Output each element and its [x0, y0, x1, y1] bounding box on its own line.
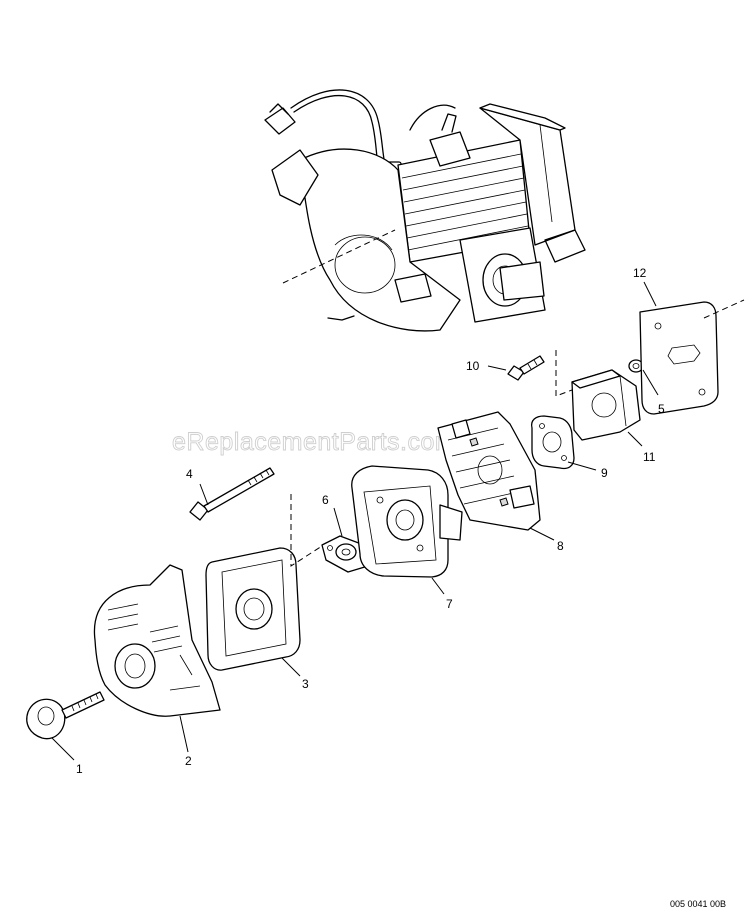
- watermark-text: eReplacementParts.com: [172, 428, 456, 456]
- engine-assembly: [264, 89, 586, 332]
- callout-6: 6: [322, 493, 329, 507]
- callout-10: 10: [466, 359, 480, 373]
- part-11-insulator: [571, 369, 641, 441]
- callout-2: 2: [185, 754, 192, 768]
- callout-8: 8: [557, 539, 564, 553]
- part-2-air-cleaner-cover: [93, 564, 221, 717]
- part-5-washer: [628, 359, 644, 373]
- callout-9: 9: [601, 466, 608, 480]
- part-1-knob: [26, 691, 105, 740]
- part-12-gasket: [639, 301, 719, 415]
- callout-3: 3: [302, 677, 309, 691]
- callout-1: 1: [76, 762, 83, 776]
- callouts: 1 2 3 4 5 6 7 8 9 10 11 12: [51, 266, 665, 776]
- callout-4: 4: [186, 467, 193, 481]
- callout-7: 7: [446, 597, 453, 611]
- part-8-carburetor: [437, 411, 541, 531]
- part-7-air-cleaner-base: [351, 465, 463, 578]
- callout-5: 5: [658, 402, 665, 416]
- part-3-air-filter: [205, 547, 301, 671]
- assembly-lines: [282, 229, 745, 567]
- part-4-long-bolt: [189, 467, 275, 521]
- drawing-code: 005 0041 00B: [670, 899, 726, 909]
- callout-11: 11: [643, 450, 656, 464]
- part-10-bolt: [507, 355, 545, 381]
- callout-12: 12: [633, 266, 647, 280]
- part-9-gasket: [530, 415, 575, 470]
